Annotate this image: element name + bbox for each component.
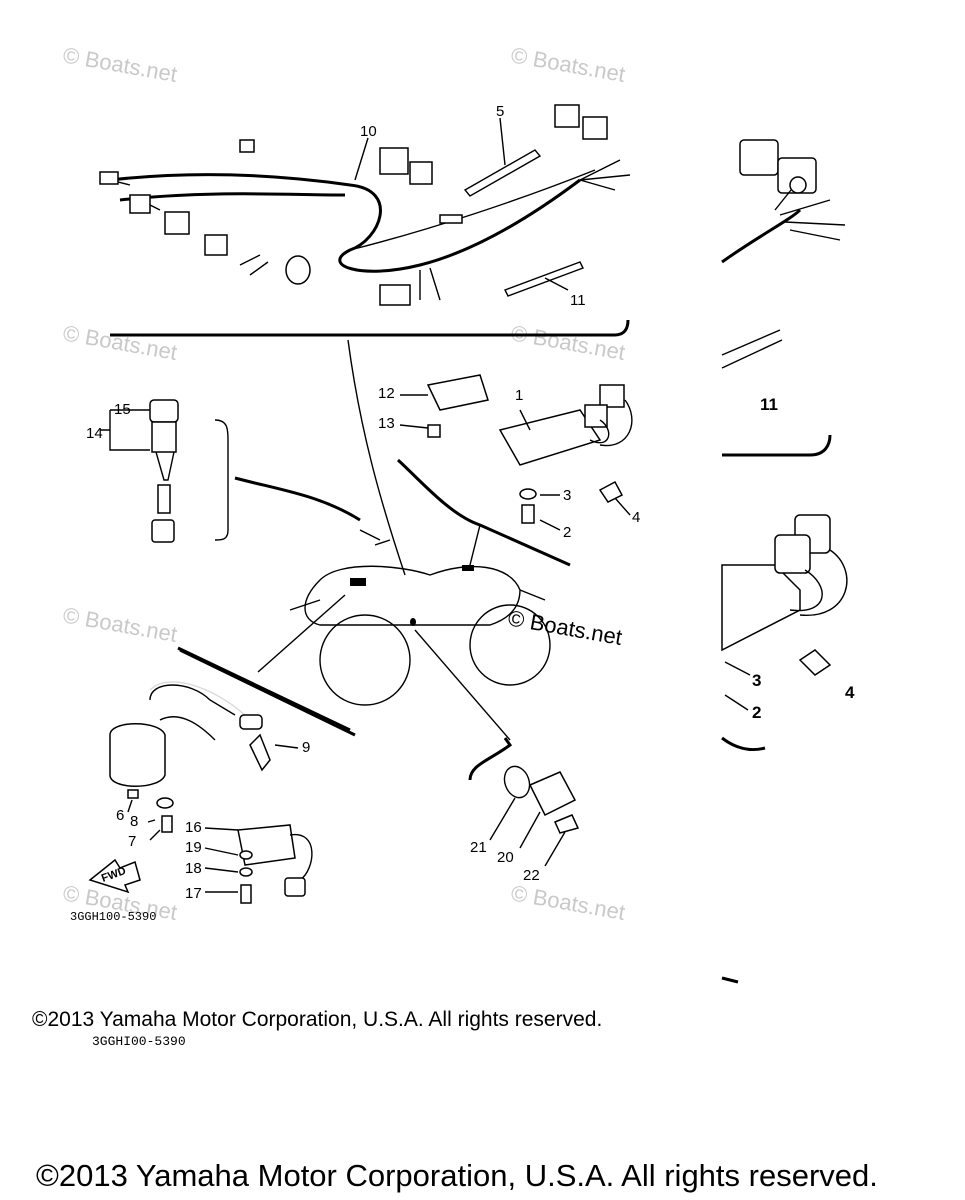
ignition-coil (109, 648, 356, 841)
callout-11: 11 (570, 292, 586, 309)
arrow-harness (347, 339, 406, 576)
zoom-bracket-1 (722, 434, 832, 457)
callout-12: 12 (378, 385, 395, 402)
zoom-callout-4: 4 (845, 683, 855, 702)
callout-18: 18 (185, 860, 202, 877)
rectifier (399, 374, 489, 438)
arrow-cdi (469, 524, 481, 566)
watermark: © Boats.net (61, 602, 179, 647)
copyright-footer: ©2013 Yamaha Motor Corporation, U.S.A. A… (36, 1158, 878, 1193)
diagram-code: 3GGH100-5390 (70, 910, 156, 924)
callout-1: 1 (515, 387, 523, 404)
watermark: © Boats.net (509, 880, 627, 925)
callout-2: 2 (563, 524, 571, 541)
cdi-bracket (396, 458, 571, 567)
watermark: © Boats.net (61, 320, 179, 365)
zoom-callout-2: 2 (752, 703, 761, 722)
main-switch (100, 399, 229, 543)
arrow-coil (257, 594, 346, 673)
zoom-detail-cdi (721, 514, 848, 711)
callout-22: 22 (523, 867, 540, 884)
copyright-caption: ©2013 Yamaha Motor Corporation, U.S.A. A… (32, 1008, 603, 1031)
callout-13: 13 (378, 415, 395, 432)
callout-7: 7 (128, 833, 136, 850)
callout-9: 9 (302, 739, 310, 756)
callout-3: 3 (563, 487, 571, 504)
cdi-unit (498, 384, 633, 531)
callout-4: 4 (632, 509, 640, 526)
callout-15: 15 (114, 401, 131, 418)
zoom-callout-11: 11 (760, 395, 778, 414)
fwd-arrow: FWD (88, 858, 141, 894)
zoom-callout-3: 3 (752, 671, 761, 690)
zoom-bracket-2 (721, 736, 766, 752)
callout-17: 17 (185, 885, 202, 902)
callout-20: 20 (497, 849, 514, 866)
callout-5: 5 (496, 103, 504, 120)
caption-code: 3GGHI00-5390 (92, 1034, 186, 1049)
wire-harness (99, 104, 631, 306)
callout-10: 10 (360, 123, 377, 140)
regulator (204, 824, 313, 904)
watermark: © Boats.net (509, 320, 627, 365)
harness-bracket (110, 319, 630, 337)
callout-14: 14 (86, 425, 103, 442)
arrow-sensor (414, 629, 511, 741)
boats-net-mark: © Boats.net (506, 605, 624, 650)
neutral-switch (468, 737, 580, 867)
coil-bracket (177, 646, 351, 732)
callout-6: 6 (116, 807, 124, 824)
callout-8: 8 (130, 813, 138, 830)
atv-silhouette (289, 529, 551, 706)
watermark: © Boats.net (61, 42, 179, 87)
switch-bracket (234, 476, 361, 522)
zoom-detail-harness (721, 139, 846, 369)
callout-19: 19 (185, 839, 202, 856)
zoom-bracket-3 (721, 976, 739, 984)
callout-16: 16 (185, 819, 202, 836)
callout-21: 21 (470, 839, 487, 856)
watermark: © Boats.net (509, 42, 627, 87)
